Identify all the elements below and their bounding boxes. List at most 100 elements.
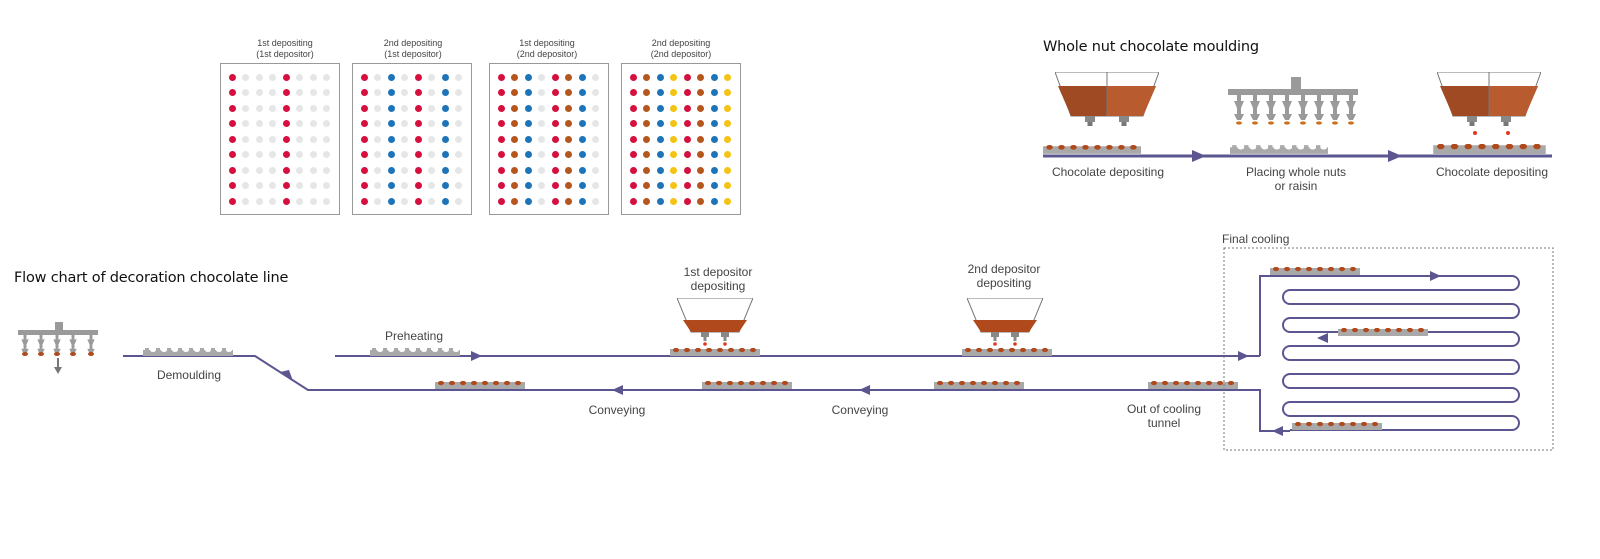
pattern-dot (710, 166, 718, 174)
nut-hopper-1 (1055, 72, 1159, 127)
pattern-dot (565, 151, 572, 158)
pattern-dot (538, 135, 545, 143)
pattern-dot (455, 135, 462, 143)
demoulder (18, 322, 98, 374)
pattern-dot (643, 120, 650, 127)
pattern-dot (565, 104, 572, 112)
pattern-dot (414, 89, 422, 96)
pattern-dot (269, 73, 276, 81)
pattern-caption-1: 1st depositing(1st depositor) (256, 38, 314, 59)
pattern-dot (242, 197, 249, 205)
pattern-dot (683, 73, 691, 81)
pattern-dot (643, 151, 650, 158)
whole-nut-title: Whole nut chocolate moulding (1043, 39, 1259, 55)
pattern-dot (683, 135, 691, 143)
pattern-dot (228, 166, 236, 174)
pattern-dot (374, 166, 381, 174)
pattern-dot (269, 120, 276, 127)
pattern-dot (374, 120, 381, 127)
pattern-dot (242, 73, 249, 81)
pattern-dot (511, 120, 518, 127)
pattern-dot (296, 89, 303, 96)
pattern-dot (360, 73, 368, 81)
pattern-dot (551, 197, 559, 205)
pattern-panel-1 (220, 63, 340, 215)
pattern-dot (697, 151, 704, 158)
pattern-dot (455, 104, 462, 112)
pattern-dot (374, 182, 381, 189)
pattern-dot (387, 89, 395, 96)
pattern-dot (656, 182, 664, 189)
pattern-dot (724, 135, 731, 143)
flow-chart-title: Flow chart of decoration chocolate line (14, 270, 289, 286)
pattern-dot (643, 104, 650, 112)
pattern-dot (629, 135, 637, 143)
pattern-dot (309, 104, 317, 112)
pattern-dot (551, 135, 559, 143)
mould-depositor-1 (670, 348, 760, 356)
pattern-dot (578, 135, 586, 143)
pattern-dot (242, 182, 249, 189)
pattern-dot (592, 151, 599, 158)
pattern-dot (683, 182, 691, 189)
pattern-dot (360, 197, 368, 205)
pattern-dot (360, 104, 368, 112)
mould-demoulding (143, 348, 233, 356)
pattern-dot (538, 166, 545, 174)
pattern-dot (414, 197, 422, 205)
pattern-dot (387, 166, 395, 174)
pattern-dot (282, 135, 290, 143)
pattern-dot (643, 73, 650, 81)
pattern-dot (656, 166, 664, 174)
pattern-dot (565, 182, 572, 189)
conveying-label-1: Conveying (588, 403, 646, 417)
pattern-dot (228, 135, 236, 143)
pattern-dot (428, 120, 435, 127)
pattern-dot (282, 104, 290, 112)
pattern-dot (401, 135, 408, 143)
mould-preheating (370, 348, 460, 356)
pattern-caption-4: 2nd depositing(2nd depositor) (650, 38, 712, 59)
pattern-dot (269, 182, 276, 189)
pattern-dot (629, 104, 637, 112)
pattern-dot (428, 166, 435, 174)
pattern-dot (441, 89, 449, 96)
pattern-dot (282, 182, 290, 189)
preheating-label: Preheating (384, 329, 444, 343)
flow-conveyor (123, 275, 1520, 432)
pattern-dot (309, 166, 317, 174)
pattern-dot (360, 182, 368, 189)
pattern-dot (697, 120, 704, 127)
pattern-dot (497, 182, 505, 189)
nut-hopper-2 (1437, 72, 1541, 135)
pattern-dot (269, 151, 276, 158)
pattern-dot (629, 89, 637, 96)
pattern-panel-2 (352, 63, 472, 215)
pattern-dot (629, 166, 637, 174)
pattern-dot (710, 151, 718, 158)
pattern-dot (724, 182, 731, 189)
pattern-dot (497, 104, 505, 112)
pattern-dot (656, 89, 664, 96)
pattern-dot (441, 182, 449, 189)
pattern-dot (428, 73, 435, 81)
pattern-dot (710, 73, 718, 81)
pattern-dot (269, 104, 276, 112)
pattern-dot (670, 135, 677, 143)
pattern-dot (629, 73, 637, 81)
pattern-dot (414, 73, 422, 81)
pattern-dot (710, 182, 718, 189)
pattern-dot (401, 73, 408, 81)
pattern-dot (551, 104, 559, 112)
pattern-dot (242, 120, 249, 127)
pattern-dot (592, 182, 599, 189)
pattern-dot (565, 166, 572, 174)
pattern-dot (643, 182, 650, 189)
pattern-dot (282, 151, 290, 158)
pattern-dot (710, 104, 718, 112)
pattern-dot (255, 135, 263, 143)
pattern-dot (565, 197, 572, 205)
pattern-dot (387, 120, 395, 127)
pattern-dot (724, 197, 731, 205)
final-cooling-box (1223, 247, 1554, 451)
